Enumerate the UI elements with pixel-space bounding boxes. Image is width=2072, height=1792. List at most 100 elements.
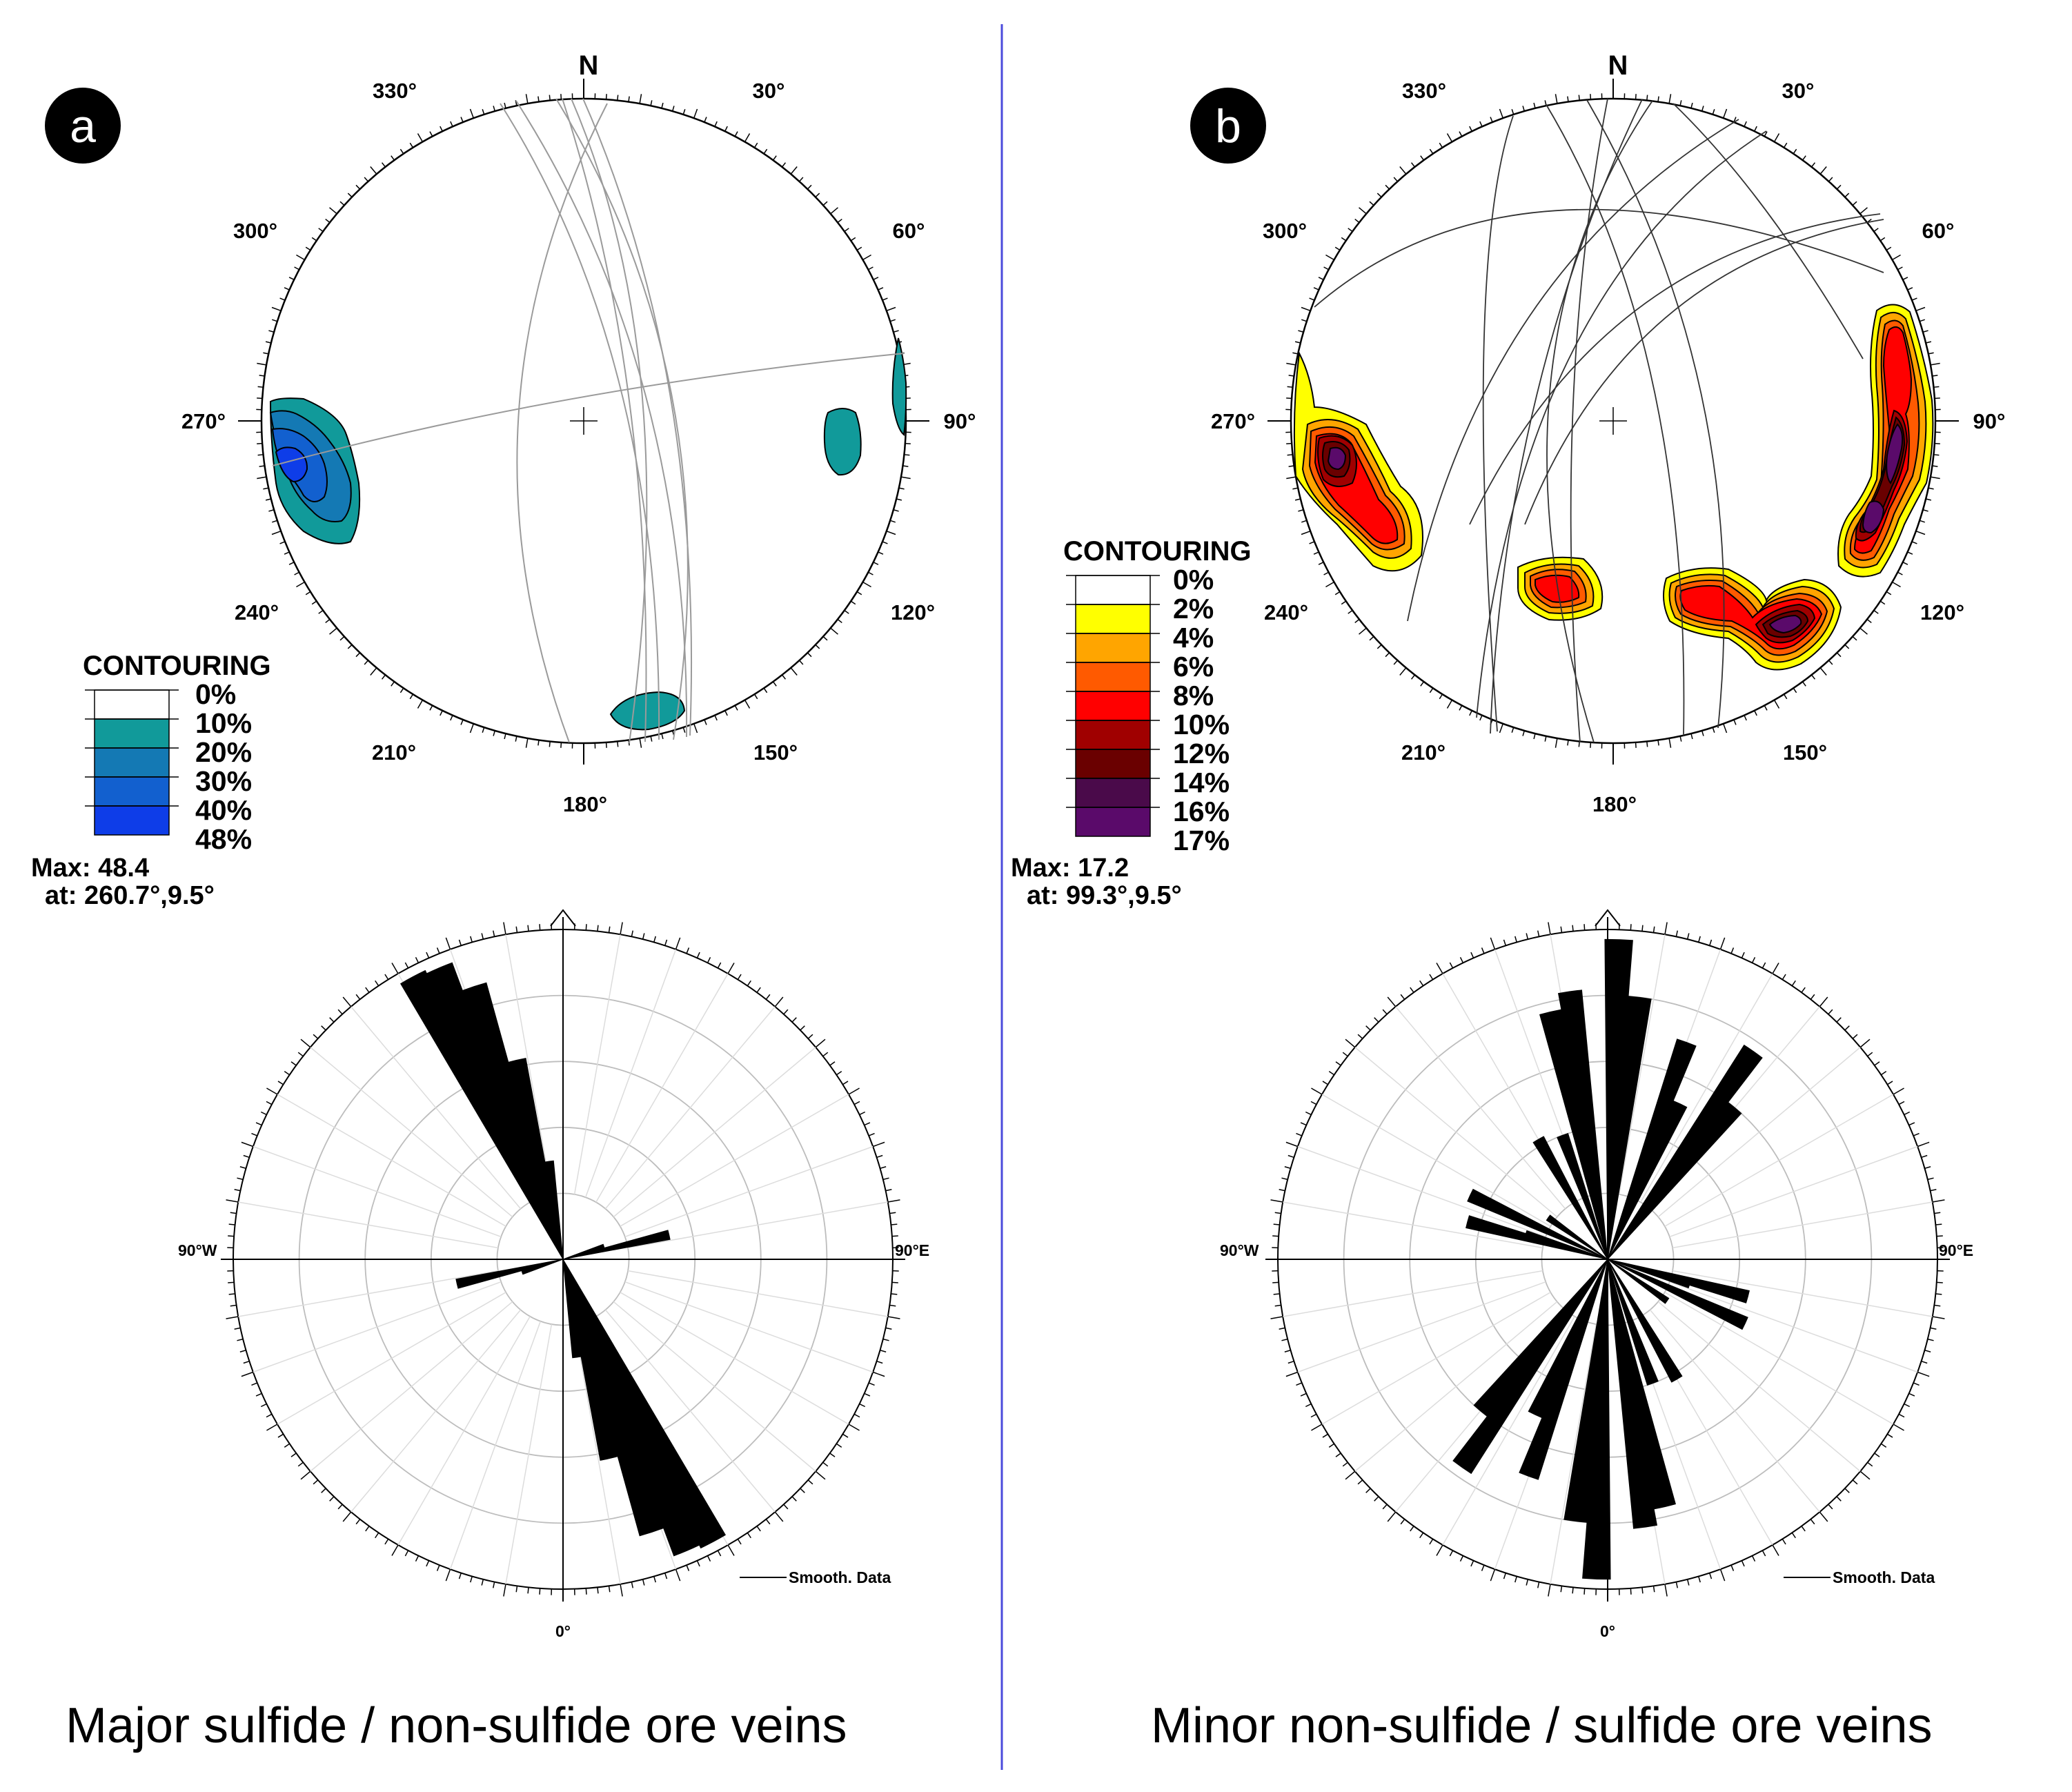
stereonet-b-tick [1852,201,1857,206]
stereonet-a-tick [763,687,768,693]
great-circle-a-7 [582,98,693,736]
rose-b-petal-13 [1607,1259,1670,1304]
panel-b: b [1011,50,2005,1753]
rose-b-tick [1281,1177,1288,1181]
rose-a-tick [848,1424,860,1431]
rose-a-tick [885,1189,892,1192]
stereonet-a-tick [822,201,828,206]
rose-a-tick [807,1034,813,1039]
deg-a-300: 300° [233,219,277,243]
stereonet-b-tick [1348,228,1353,233]
rose-b-spoke [1657,1047,1861,1218]
rose-a-tick [277,1081,284,1085]
rose-b-tick [1924,1166,1931,1169]
stereonet-a-tick [493,106,495,112]
rose-a-tick [707,1555,711,1562]
rose-b-tick [1932,1316,1945,1319]
stereonet-a-tick [391,155,395,161]
rose-b-tick [1921,1154,1928,1159]
rose-b-tick [1310,1101,1317,1105]
rose-b-tick [1859,1038,1871,1048]
rose-b-tick [1470,952,1474,958]
stereonet-a-tick [856,591,862,595]
stereonet-a-tick [318,228,324,233]
stereonet-b-tick [1369,201,1374,206]
legend-b-level-6: 12% [1173,738,1230,769]
rose-a-tick [675,937,681,950]
great-circle-b-11 [1314,208,1884,308]
rose-b-spoke [1673,1201,1933,1249]
stereonet-b-tick [1922,330,1928,333]
rose-b-tick [1429,1538,1434,1545]
rose-a-tick [243,1360,250,1364]
rose-a-tick [885,1327,892,1330]
stereonet-a-tick [272,520,278,523]
rose-b-tick [1481,947,1485,954]
stereonet-b-tick [1369,636,1374,641]
rose-a-tick [297,1461,304,1467]
rose-a-spoke [624,1145,874,1238]
rose-a-tick [686,1564,690,1571]
stereonet-a-tick [605,742,607,748]
legend-a-level-4: 40% [195,794,252,826]
stereonet-b-tick [1911,297,1917,301]
contour-b-east-14b [1862,500,1885,534]
stereonet-b-tick [1377,644,1382,649]
rose-b-tick [1801,987,1806,993]
rose-b-tick [1772,1544,1779,1556]
rose-b-petal-8 [1607,1101,1742,1260]
rose-a-tick [329,1496,335,1501]
rose-b-tick [1335,1061,1341,1066]
contour-b-east-14 [1886,423,1904,484]
rose-b-tick [1935,1223,1942,1225]
stereonet-b-tick [1377,193,1382,198]
rose-b-tick [1675,930,1678,937]
rose-a-tick [783,1504,789,1510]
stereonet-b-tick [1446,700,1453,709]
rose-a-tick [284,1443,290,1448]
stereonet-a-tick [744,133,751,142]
stereonet-a-tick [355,652,361,658]
panel-a-letter: a [70,100,96,152]
rose-b-tick [1436,1544,1443,1556]
rose-b-spoke [1283,1270,1543,1317]
stereonet-b-tick [1915,531,1926,535]
legend-a-swatch-1 [94,718,170,749]
rose-b-tick [1859,1470,1871,1480]
rose-b-tick [1279,1189,1285,1192]
stereonet-a-tick [781,674,787,680]
rose-b-tick [1836,1496,1842,1501]
stereonet-a-tick [704,719,707,725]
contour-a-edge-east [891,337,907,436]
rose-a-tick [251,1382,258,1386]
rose-b-tick [1374,1017,1379,1023]
rose-a-tick [717,1550,722,1557]
rose-b-tick [1698,936,1701,943]
stereonet-a-tick [493,730,495,736]
stereonet-b-tick [1301,531,1311,535]
rose-a-tick [620,922,623,935]
rose-b-petal-0-opposite [1582,1259,1611,1580]
stereonet-a-tick [790,667,798,676]
rose-a-tick [260,1111,267,1116]
rose-a-tick [436,1564,440,1571]
rose-a-bottom-label: 0° [555,1622,571,1640]
rose-a-tick [854,1101,860,1105]
rose-a-tick [872,1371,885,1377]
stereonet-b-north: N [1608,50,1628,81]
stereonet-b-tick [1802,155,1806,161]
rose-a-tick [889,1212,896,1214]
legend-b-level-2: 4% [1173,622,1214,653]
great-circle-a-8 [562,98,647,742]
rose-b-tick [1526,933,1529,940]
rose-a-tick [445,1568,451,1582]
rose-a-tick [848,1087,860,1095]
stereonet-a-tick [798,660,804,665]
rose-b-tick [1335,1453,1341,1457]
rose-a-spoke [253,1281,502,1373]
stereonet-b-tick [1773,133,1780,142]
legend-a-level-2: 20% [195,736,252,768]
rose-b-tick [1904,1111,1911,1116]
rose-a-tick [436,947,440,954]
rose-a-spoke [584,949,677,1198]
